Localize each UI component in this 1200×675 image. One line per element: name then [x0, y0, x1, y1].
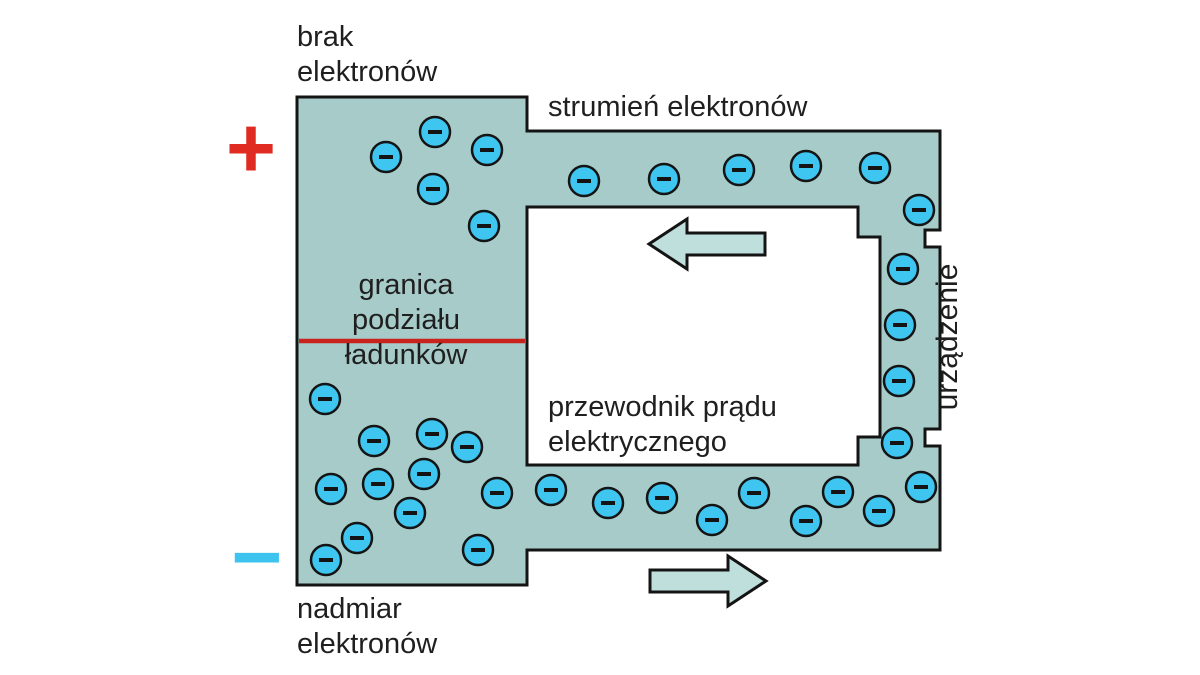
flow-arrow-left-icon [646, 216, 767, 272]
plus-sign: + [225, 100, 277, 197]
label-przewodnik-pradu: przewodnik prądu elektrycznego [548, 391, 777, 458]
label-nadmiar-elektronow: nadmiar elektronów [297, 593, 438, 660]
flow-arrow-right-icon [648, 553, 769, 609]
label-urzadzenie: urządzenie [931, 263, 964, 411]
label-brak-elektronow: brak elektronów [297, 21, 438, 88]
label-strumien-elektronow: strumień elektronów [548, 91, 808, 123]
electrons-layer [308, 115, 938, 577]
label-granica-podzialu-ladunkow: granica podziału ładunków [344, 269, 468, 371]
arrows-layer [646, 216, 769, 609]
circuit-shape [295, 95, 942, 587]
minus-sign: − [231, 507, 283, 607]
